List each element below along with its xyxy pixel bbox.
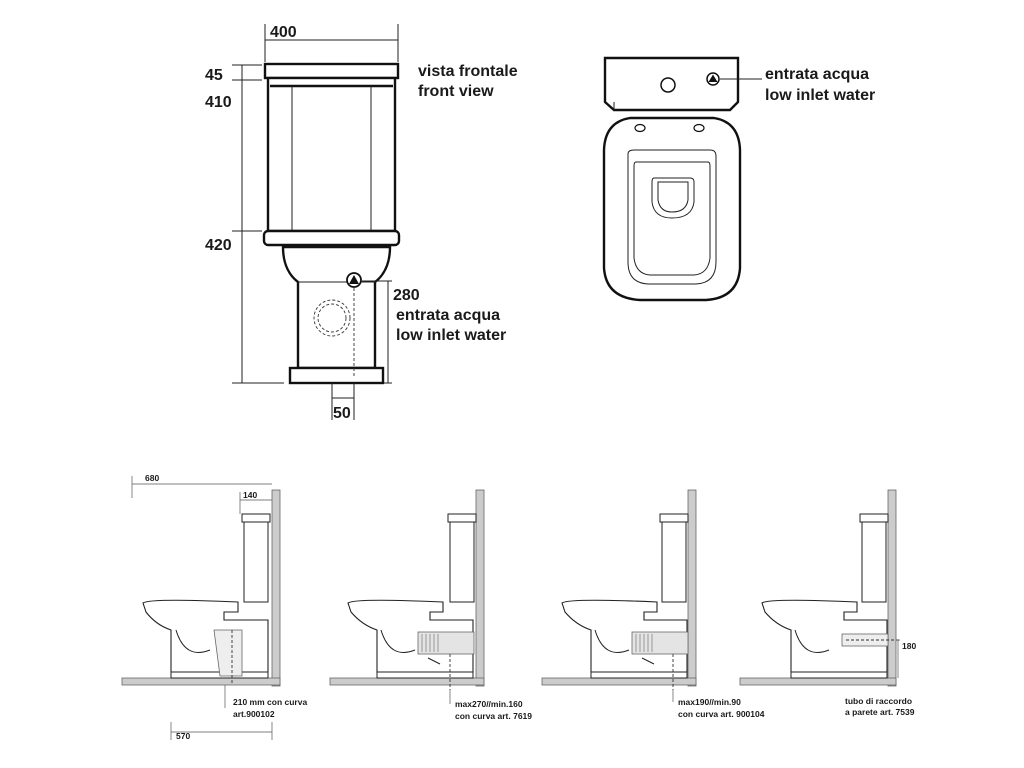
view2-caption-line2: con curva art. 7619 [455, 711, 532, 721]
hinge-left [634, 123, 646, 133]
tank-depth-dimension: 140 [243, 490, 257, 500]
side-view-4 [739, 489, 900, 687]
tank-body [266, 76, 397, 233]
view4-caption-line1: tubo di raccordo [845, 696, 912, 706]
top-inlet-label-it: entrata acqua [765, 66, 869, 83]
front-view: 400 45 410 420 [205, 24, 518, 422]
view1-caption-line2: art.900102 [233, 709, 275, 719]
width-dimension: 400 [270, 24, 297, 41]
tank-lid [263, 62, 400, 80]
outlet-hidden-circle [313, 299, 351, 337]
bowl-height-dimension: 420 [205, 237, 232, 254]
seat-inner [627, 149, 717, 285]
view3-caption-line2: con curva art. 900104 [678, 709, 765, 719]
front-inlet-label-it: entrata acqua [396, 307, 500, 324]
tank-base [262, 229, 401, 247]
tank-height-dimension: 410 [205, 94, 232, 111]
top-view: entrata acqua low inlet water [602, 56, 875, 302]
front-view-label-en: front view [418, 83, 494, 100]
front-view-label-it: vista frontale [418, 63, 518, 80]
bowl-opening [651, 177, 695, 219]
flush-button-icon [660, 77, 676, 93]
view4-caption-line2: a parete art. 7539 [845, 707, 915, 717]
view2-caption-line1: max270//min.160 [455, 699, 523, 709]
inlet-marker-icon [346, 272, 362, 288]
side-views: 680 140 570 210 mm con curva art.900102 [121, 473, 916, 741]
bowl-pedestal [281, 245, 392, 370]
top-inlet-marker-icon [706, 72, 720, 86]
view3-caption-line1: max190//min.90 [678, 697, 741, 707]
view1-caption-line1: 210 mm con curva [233, 697, 307, 707]
seat-outer [602, 116, 742, 302]
top-inlet-label-en: low inlet water [765, 87, 875, 104]
hinge-right [693, 123, 705, 133]
floor-depth-dimension: 570 [176, 731, 190, 741]
side-view-1 [121, 489, 281, 687]
side-view-2 [329, 489, 485, 690]
outlet-offset-dimension: 50 [333, 405, 351, 422]
lid-height-dimension: 45 [205, 67, 223, 84]
inlet-height-dimension: 280 [393, 287, 420, 304]
front-inlet-label-en: low inlet water [396, 327, 506, 344]
total-depth-dimension: 680 [145, 473, 159, 483]
side-view-3 [541, 489, 697, 690]
bowl-foot [288, 366, 385, 385]
view4-height-dimension: 180 [902, 641, 916, 651]
